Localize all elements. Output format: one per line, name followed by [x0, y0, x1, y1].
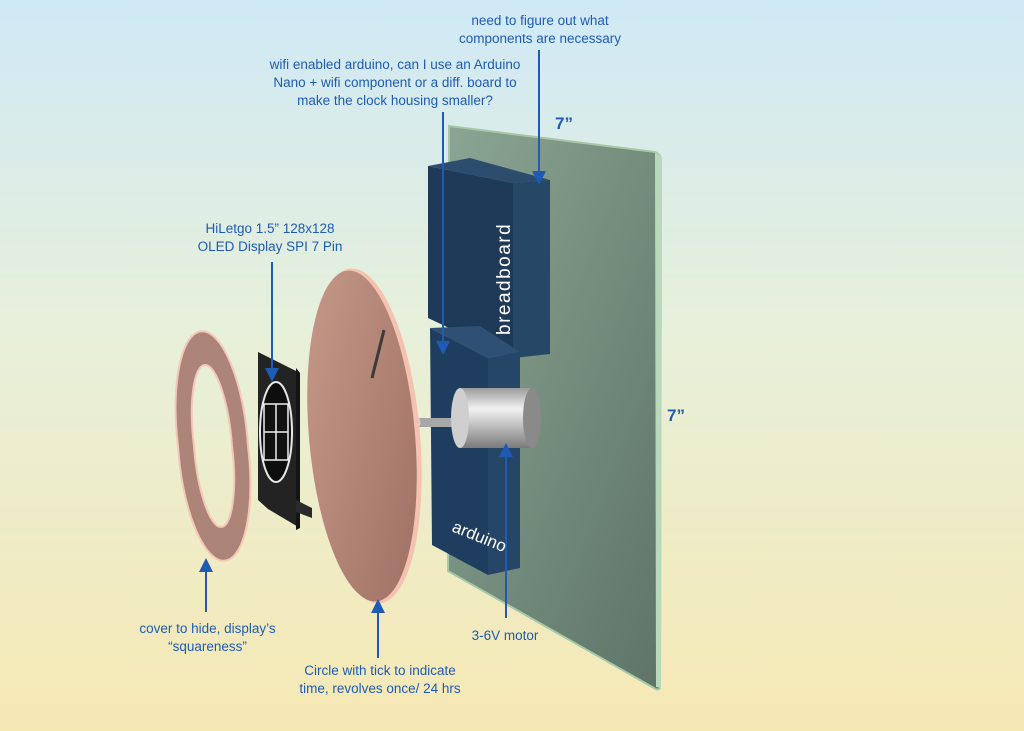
side-height-label: 7” [667, 406, 685, 425]
annotation-arrows [199, 50, 546, 658]
cover-note: cover to hide, display’s “squareness” [139, 621, 276, 654]
breadboard-label: breadboard [494, 223, 515, 335]
display-note: HiLetgo 1.5” 128x128 OLED Display SPI 7 … [197, 221, 343, 254]
cover-ring [174, 330, 252, 562]
wifi-note: wifi enabled arduino, can I use an Ardui… [269, 57, 521, 108]
time-tick [370, 329, 386, 379]
time-disc [307, 268, 422, 604]
circle-note: Circle with tick to indicate time, revol… [299, 663, 461, 696]
oled-display [258, 352, 312, 530]
breadboard-box [428, 158, 550, 358]
motor [415, 388, 541, 448]
top-width-label: 7” [555, 114, 573, 133]
motor-note: 3-6V motor [471, 628, 539, 643]
components-note: need to figure out what components are n… [458, 13, 622, 46]
